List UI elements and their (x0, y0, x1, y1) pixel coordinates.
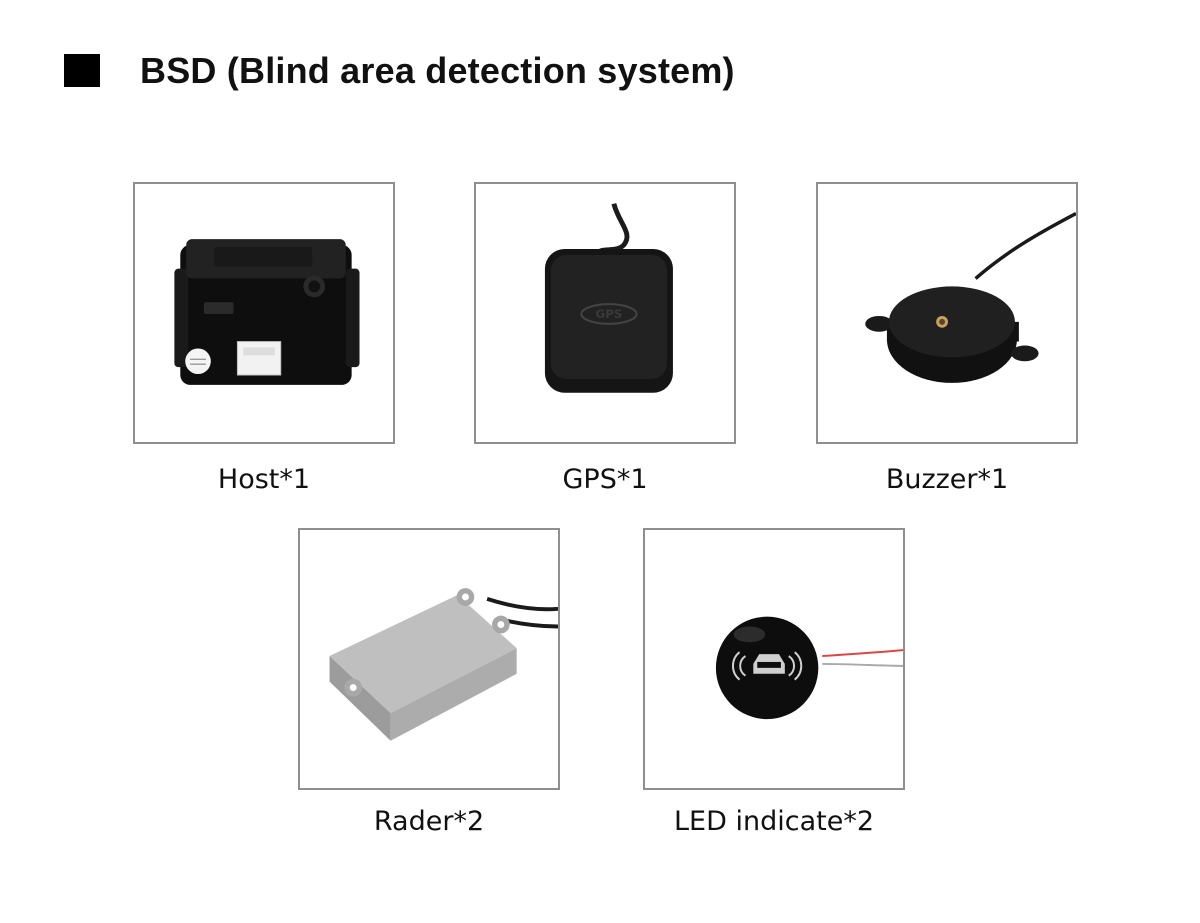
buzzer-image (865, 212, 1076, 383)
product-card-radar (298, 528, 560, 790)
radar-sensor-image (329, 588, 558, 741)
product-card-gps: GPS (474, 182, 736, 444)
page-title: BSD (Blind area detection system) (140, 50, 735, 91)
product-card-buzzer (816, 182, 1078, 444)
led-indicator-image (715, 616, 903, 720)
product-label-led: LED indicate*2 (674, 806, 874, 837)
product-card-led (643, 528, 905, 790)
gps-antenna-image: GPS (544, 202, 673, 393)
product-label-radar: Rader*2 (373, 806, 485, 837)
host-unit-image (174, 239, 360, 385)
product-label-host: Host*1 (217, 464, 311, 495)
title-bullet-square (64, 54, 100, 87)
gps-imprint: GPS (596, 307, 623, 321)
product-label-buzzer: Buzzer*1 (885, 464, 1009, 495)
product-card-host (133, 182, 395, 444)
product-label-gps: GPS*1 (562, 464, 648, 495)
